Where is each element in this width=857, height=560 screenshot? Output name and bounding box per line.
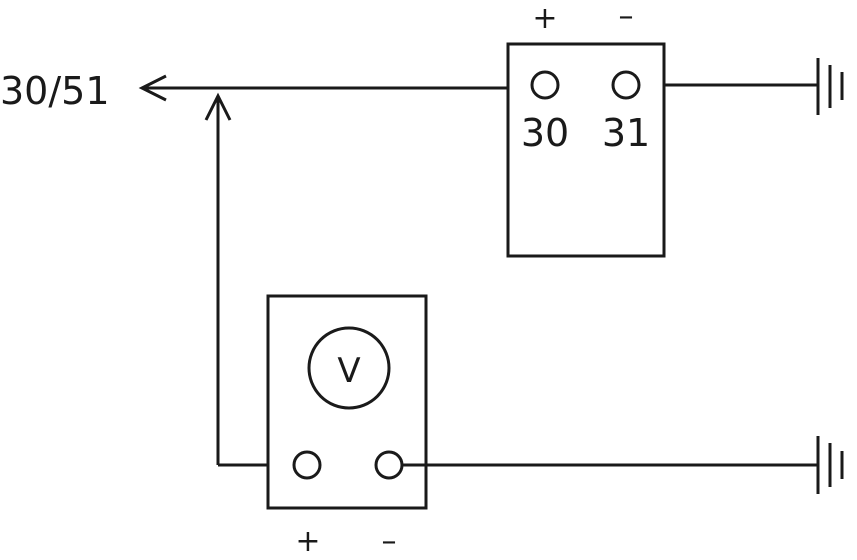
voltmeter-plus-terminal [292, 450, 322, 480]
voltmeter-symbol: V [337, 351, 360, 391]
output-label: 30/51 [0, 69, 110, 113]
battery-terminal-30 [530, 70, 560, 100]
voltmeter-dial [307, 326, 391, 410]
battery-plus-sign: + [532, 1, 557, 36]
ground-icon [816, 58, 844, 115]
junction-arrow-icon [204, 92, 232, 121]
voltmeter-plus-sign: + [295, 524, 320, 555]
ground-icon [816, 436, 844, 494]
battery-minus-sign: – [619, 0, 634, 34]
battery-terminal-31-label: 31 [602, 111, 650, 155]
output-arrow-icon [138, 74, 167, 102]
voltmeter-minus-terminal [374, 450, 404, 480]
voltmeter-minus-sign: – [382, 524, 397, 555]
battery-terminal-31 [611, 70, 641, 100]
battery-terminal-30-label: 30 [521, 111, 569, 155]
